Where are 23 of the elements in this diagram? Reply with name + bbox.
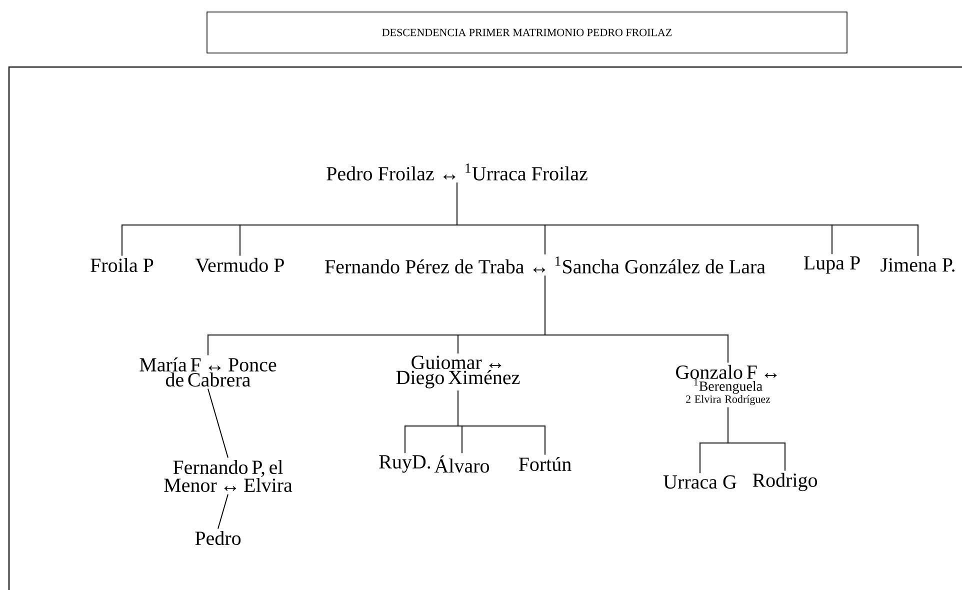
person-name: Gonzalo F ↔ $^{1}$Berenguela 2 Elvira Rodríguez <box>676 364 777 406</box>
connector-line <box>208 388 228 458</box>
person-name: Guiomar ↔ Diego Ximénez <box>396 356 520 388</box>
person-name: María F ↔ Ponce de Cabrera <box>140 357 276 387</box>
person-name: Pedro <box>195 530 241 546</box>
connector-line <box>544 275 728 364</box>
person-name: Fernando P, el Menor ↔ Elvira <box>164 460 292 492</box>
person-name: Urraca G <box>664 475 736 489</box>
connector-line <box>458 390 546 456</box>
person-name: Froila P <box>90 258 154 272</box>
person-name: Vermudo P <box>196 258 284 272</box>
person-name: Pedro Froilaz ↔ $^{1}$Urraca Froilaz <box>326 164 588 180</box>
person-name: Rodrigo <box>752 472 818 492</box>
person-name: Álvaro <box>434 455 490 473</box>
person-name: Jimena P. <box>880 258 954 272</box>
title-box: DESCENDENCIA PRIMER MATRIMONIO PEDRO FROILAZ <box>206 12 848 54</box>
connector-line <box>456 182 918 257</box>
person-name: RuyD. <box>379 455 430 473</box>
person-name: Lupa P <box>804 256 860 274</box>
person-name: Fernando Pérez de Traba ↔ $^{1}$Sancha González de Lara <box>325 256 766 274</box>
person-name: Fortún <box>518 456 572 472</box>
connector-line <box>218 494 228 530</box>
connector-line <box>728 406 786 472</box>
